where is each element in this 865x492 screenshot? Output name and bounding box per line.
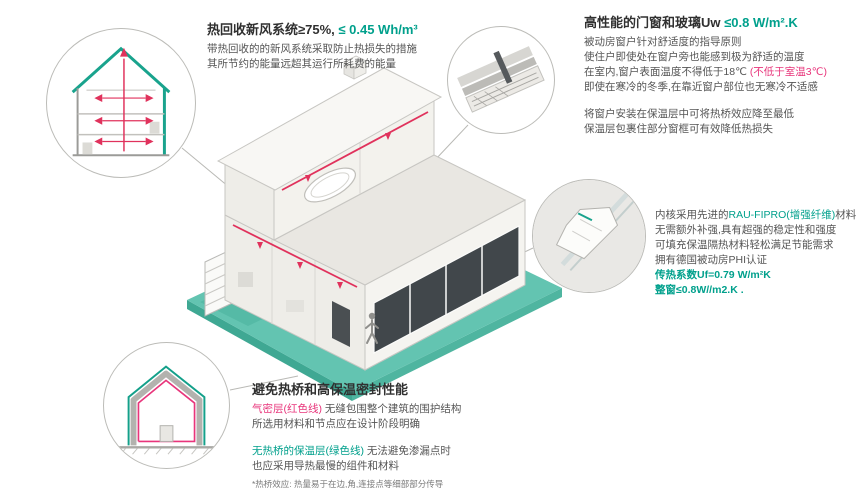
profile-line4: 拥有德国被动房PHI认证 bbox=[655, 253, 768, 266]
thermal-p2-line1: 无热桥的保温层(绿色线) 无法避免渗漏点时 bbox=[252, 444, 592, 459]
thermal-p1-rest: 无缝包围整个建筑的围护结构 bbox=[322, 403, 462, 416]
person-figure bbox=[365, 312, 379, 344]
profile-line2: 无需额外补强,具有超强的稳定性和强度 bbox=[655, 223, 837, 236]
windows-title: 高性能的门窗和玻璃Uw ≤0.8 W/m².K bbox=[584, 15, 862, 31]
platform-stairs bbox=[204, 243, 244, 317]
thermal-p2-line2: 也应采用导热最慢的组件和材料 bbox=[252, 459, 399, 472]
leader-line-profile bbox=[511, 247, 534, 259]
air-branches bbox=[102, 97, 146, 143]
profile-uf-value: 传热系数Uf=0.79 W/m²K bbox=[655, 268, 771, 281]
windows-line3: 在室内,窗户表面温度不得低于18℃ (不低于室温3℃) bbox=[584, 65, 862, 80]
window-detail-circle bbox=[447, 26, 555, 134]
thermal-p1-line1: 气密层(红色线) 无缝包围整个建筑的围护结构 bbox=[252, 402, 592, 417]
teal-insulated-platform bbox=[187, 205, 562, 401]
leader-line-hrv bbox=[181, 147, 236, 193]
profile-line1-post: 材料 bbox=[835, 209, 857, 221]
profile-line1: 内核采用先进的RAU-FIPRO(增强纤维)材料 bbox=[655, 208, 863, 223]
insulation-layer-label: 无热桥的保温层(绿色线) bbox=[252, 445, 364, 458]
profile-uw-value: 整窗≤0.8W//m2.K . bbox=[655, 283, 744, 296]
hrv-title-value: ≤ 0.45 Wh/m³ bbox=[334, 22, 418, 37]
frame-profile-circle bbox=[532, 179, 646, 293]
bathtub bbox=[304, 167, 356, 203]
profile-line1-material: RAU-FIPRO(增强纤维) bbox=[728, 209, 836, 221]
thermal-p2-rest: 无法避免渗漏点时 bbox=[364, 445, 451, 458]
air-arrows bbox=[94, 47, 154, 146]
windows-line3-red: (不低于室温3℃) bbox=[749, 66, 827, 79]
hrv-circle bbox=[46, 28, 196, 178]
leader-line-window-detail bbox=[434, 124, 469, 161]
thermal-text-block: 避免热桥和高保温密封性能 气密层(红色线) 无缝包围整个建筑的围护结构 所选用材… bbox=[252, 382, 592, 490]
ground-hatch bbox=[120, 447, 209, 455]
thermal-p1-line2: 所选用材料和节点应在设计阶段明确 bbox=[252, 418, 420, 431]
hrv-line1: 带热回收的的新风系统采取防止热损失的措施 bbox=[207, 43, 417, 56]
airtight-layer-label: 气密层(红色线) bbox=[252, 403, 322, 416]
profile-text-block: 内核采用先进的RAU-FIPRO(增强纤维)材料 无需额外补强,具有超强的稳定性… bbox=[655, 208, 863, 297]
hrv-line2: 其所节约的能量远超其运行所耗费的能量 bbox=[207, 58, 396, 71]
windows-title-value: ≤0.8 W/m².K bbox=[724, 15, 798, 30]
windows-title-main: 高性能的门窗和玻璃Uw bbox=[584, 15, 725, 30]
thermal-title: 避免热桥和高保温密封性能 bbox=[252, 382, 409, 397]
windows-line5: 将窗户安装在保温层中可将热桥效应降至最低 bbox=[584, 107, 794, 120]
window-corner-detail-icon bbox=[457, 46, 545, 113]
profile-line1-pre: 内核采用先进的 bbox=[655, 209, 729, 221]
thermal-footnote: *热桥效应: 热量易于在边,角,连接点等细部部分传导 bbox=[252, 478, 444, 489]
windows-line6: 保温层包裹住部分窗框可有效降低热损失 bbox=[584, 122, 773, 135]
profile-line3: 可填充保温隔热材料轻松满足节能需求 bbox=[655, 238, 834, 251]
spacer bbox=[584, 95, 862, 107]
thermal-envelope-circle bbox=[103, 342, 230, 469]
windows-line2: 使住户即使处在窗户旁也能感到极为舒适的温度 bbox=[584, 51, 805, 64]
window-band bbox=[373, 225, 520, 354]
thermal-envelope-icon bbox=[117, 365, 216, 455]
windows-line1: 被动房窗户针对舒适度的指导原则 bbox=[584, 36, 742, 49]
house-base-storey bbox=[224, 154, 527, 371]
windows-line3-pre: 在室内,窗户表面温度不得低于18℃ bbox=[584, 66, 750, 79]
windows-text-block: 高性能的门窗和玻璃Uw ≤0.8 W/m².K 被动房窗户针对舒适度的指导原则 … bbox=[584, 15, 862, 137]
hrv-text-block: 热回收新风系统≥75%, ≤ 0.45 Wh/m³ 带热回收的的新风系统采取防止… bbox=[207, 22, 497, 72]
house-section-ventilation-icon bbox=[71, 46, 171, 157]
spacer bbox=[252, 432, 592, 444]
windows-line4: 即使在寒冷的冬季,在靠近窗户部位也无寒冷不适感 bbox=[584, 80, 818, 93]
house-upper-storey bbox=[216, 55, 443, 241]
hrv-title: 热回收新风系统≥75%, ≤ 0.45 Wh/m³ bbox=[207, 22, 497, 38]
window-frame-profile-icon bbox=[533, 180, 645, 292]
hrv-title-main: 热回收新风系统≥75%, bbox=[207, 22, 335, 37]
